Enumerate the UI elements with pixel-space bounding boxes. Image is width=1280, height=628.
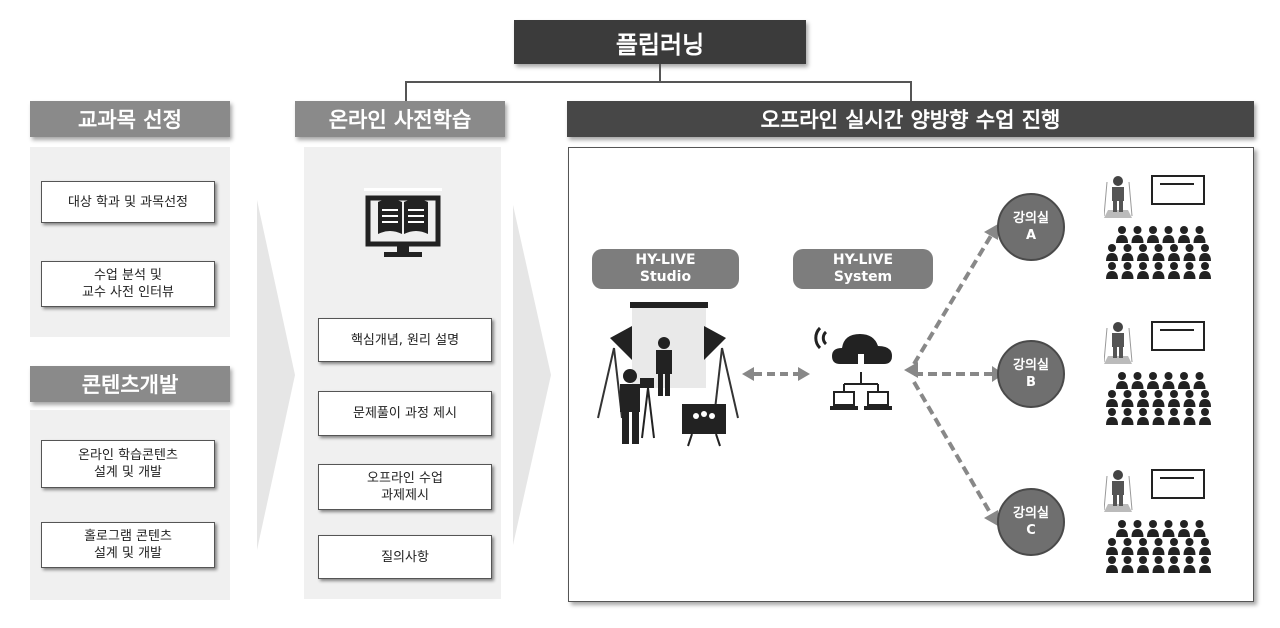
classroom-a-name: 강의실 [1013,211,1049,226]
cloud-network-icon [814,326,892,410]
content-dev-panel [30,410,230,600]
course-item-1: 대상 학과 및 과목선정 [41,181,215,223]
connector-right-drop [910,81,912,101]
system-label: HY-LIVE System [793,249,933,289]
connector-horizontal [405,81,912,83]
classroom-c-audience-icon [1104,469,1211,573]
studio-label: HY-LIVE Studio [592,249,739,289]
connector-left-drop [405,81,407,101]
online-item-2: 문제풀이 과정 제시 [318,391,492,436]
system-room-arrows [904,224,1004,526]
online-item-4: 질의사항 [318,535,492,579]
offline-class-header: 오프라인 실시간 양방향 수업 진행 [567,101,1254,137]
flow-arrow-2 [513,205,551,545]
classroom-a-audience-icon [1104,175,1211,279]
flow-arrow-1 [257,200,295,550]
classroom-c-name: 강의실 [1013,506,1049,521]
content-dev-header: 콘텐츠개발 [30,366,230,402]
course-selection-header: 교과목 선정 [30,101,230,137]
system-label-line1: HY-LIVE [832,252,894,268]
book-monitor-icon [364,188,442,257]
classroom-a-node: 강의실 A [997,193,1065,261]
classroom-a-letter: A [1025,228,1037,243]
online-item-1: 핵심개념, 원리 설명 [318,318,492,362]
content-item-2: 홀로그램 콘텐츠 설계 및 개발 [41,522,215,568]
classroom-b-name: 강의실 [1013,358,1049,373]
studio-label-line2: Studio [639,269,692,285]
classroom-c-letter: C [1026,523,1036,538]
course-selection-panel [30,147,230,337]
online-prelearning-header: 온라인 사전학습 [295,101,505,137]
online-item-3: 오프라인 수업 과제제시 [318,464,492,510]
studio-system-arrow [742,367,810,381]
system-label-line2: System [833,269,893,285]
content-item-1: 온라인 학습콘텐츠 설계 및 개발 [41,440,215,488]
connector-vertical [659,64,661,82]
page-title: 플립러닝 [514,20,806,64]
classroom-c-node: 강의실 C [997,488,1065,556]
classroom-b-letter: B [1026,375,1036,390]
studio-label-line1: HY-LIVE [635,252,696,268]
classroom-b-audience-icon [1104,321,1211,425]
classroom-b-node: 강의실 B [997,340,1065,408]
online-prelearning-panel [304,147,501,599]
studio-illustration-icon [597,302,739,447]
course-item-2: 수업 분석 및 교수 사전 인터뷰 [41,261,215,307]
